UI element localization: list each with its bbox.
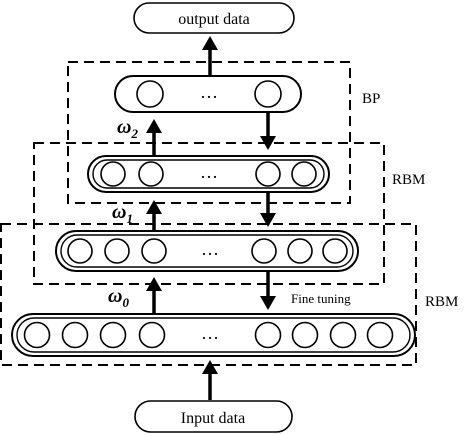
weight-w0-symbol: ω <box>108 285 122 307</box>
neuron <box>291 161 317 187</box>
fine-tuning-label: Fine tuning <box>291 291 351 306</box>
neuron <box>291 321 319 349</box>
arrow-down-fine-tuning <box>260 272 276 310</box>
rbm-top-block-outline <box>33 142 385 285</box>
weight-w2-subscript: 2 <box>130 126 138 141</box>
neuron <box>61 321 89 349</box>
neuron <box>251 238 277 264</box>
arrow-up-output <box>202 36 218 75</box>
input-data-label: Input data <box>181 410 245 427</box>
weight-w2-label: ω2 <box>117 116 138 141</box>
hidden-layer-1: … <box>55 230 359 272</box>
neuron <box>99 321 127 349</box>
arrow-up-w1 <box>146 200 162 230</box>
weight-w0-label: ω0 <box>108 285 129 310</box>
weight-w1-label: ω1 <box>112 201 133 226</box>
neuron <box>254 80 282 108</box>
arrow-down-output <box>260 113 276 150</box>
neuron <box>287 238 313 264</box>
bp-block-outline <box>67 61 351 204</box>
neuron <box>322 238 348 264</box>
neuron <box>23 321 51 349</box>
neuron <box>255 161 281 187</box>
output-layer-ellipsis: … <box>200 82 218 102</box>
input-layer-ellipsis: … <box>201 323 219 343</box>
arrow-down-hidden2 <box>260 193 276 227</box>
input-data-box: Input data <box>134 400 293 433</box>
rbm-bottom-block-label: RBM <box>425 294 458 310</box>
neuron <box>67 238 93 264</box>
weight-w2-symbol: ω <box>117 116 131 138</box>
neuron <box>138 161 164 187</box>
neuron <box>141 238 167 264</box>
arrow-up-input <box>202 360 218 400</box>
neuron <box>329 321 357 349</box>
weight-w1-symbol: ω <box>112 201 126 223</box>
rbm-bottom-block-outline <box>0 223 417 366</box>
hidden-layer-2: … <box>87 155 330 193</box>
bp-block-label: BP <box>362 91 380 107</box>
neuron <box>100 161 126 187</box>
input-layer: … <box>11 313 416 357</box>
arrow-up-w0 <box>146 277 162 313</box>
output-data-label: output data <box>178 11 250 28</box>
neuron <box>136 80 164 108</box>
arrow-up-w2 <box>146 119 162 155</box>
weight-w0-subscript: 0 <box>122 295 129 310</box>
neuron <box>254 321 282 349</box>
neuron <box>138 321 166 349</box>
rbm-top-block-label: RBM <box>392 172 425 188</box>
output-layer: … <box>114 75 302 113</box>
hidden-layer-1-ellipsis: … <box>201 239 219 259</box>
neuron <box>104 238 130 264</box>
weight-w1-subscript: 1 <box>126 211 133 226</box>
neuron <box>366 321 394 349</box>
output-data-box: output data <box>133 2 295 34</box>
hidden-layer-2-ellipsis: … <box>200 162 218 182</box>
